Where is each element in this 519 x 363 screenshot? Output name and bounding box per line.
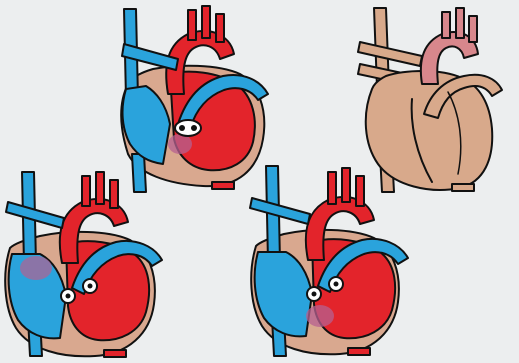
heart-illustration-bottom-middle [244, 158, 412, 363]
heart-defect-icon [0, 168, 170, 363]
heart-defect-icon [244, 158, 412, 363]
heart-illustration-bottom-left [0, 168, 170, 363]
